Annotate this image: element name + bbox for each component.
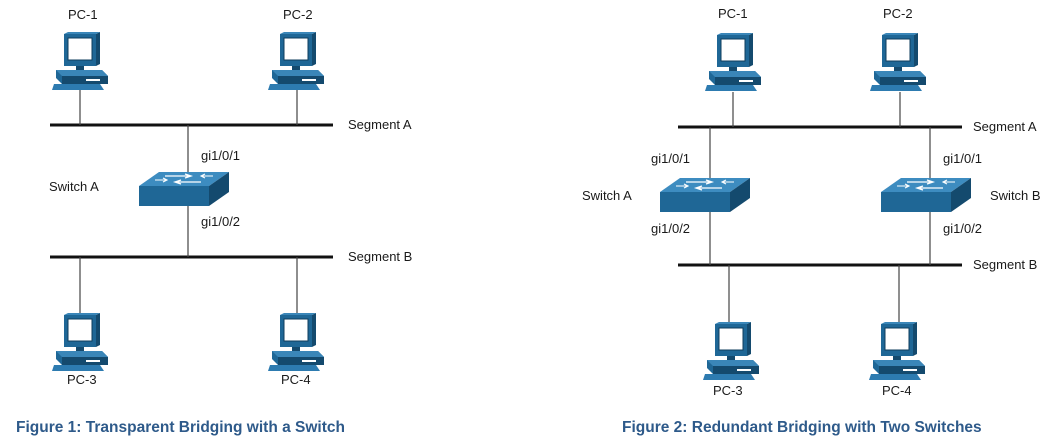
switch-b-label: Switch B: [990, 188, 1041, 203]
figure-2: PC-1 PC-2 PC-3 PC-4 Segment A Segment B …: [582, 6, 1041, 436]
segment-a-label: Segment A: [973, 119, 1037, 134]
figure-1: PC-1 PC-2 PC-3 PC-4 Segment A Segment B …: [16, 7, 412, 436]
pc-4-label: PC-4: [882, 383, 912, 398]
pc-2-icon: [869, 32, 927, 92]
switch-b-icon: [880, 177, 972, 213]
left-port-gi1-0-1-label: gi1/0/1: [651, 151, 690, 166]
pc-4-icon: [267, 312, 325, 372]
segment-b-label: Segment B: [348, 249, 412, 264]
port-gi1-0-2-label: gi1/0/2: [201, 214, 240, 229]
pc-3-icon: [51, 312, 109, 372]
pc-2-label: PC-2: [883, 6, 913, 21]
pc-4-icon: [868, 321, 926, 381]
switch-a-icon: [138, 171, 230, 207]
pc-3-icon: [702, 321, 760, 381]
pc-3-label: PC-3: [713, 383, 743, 398]
port-gi1-0-1-label: gi1/0/1: [201, 148, 240, 163]
figure-2-caption: Figure 2: Redundant Bridging with Two Sw…: [622, 419, 982, 436]
switch-a-label: Switch A: [582, 188, 632, 203]
switch-a-icon: [659, 177, 751, 213]
switch-a-label: Switch A: [49, 179, 99, 194]
right-port-gi1-0-2-label: gi1/0/2: [943, 221, 982, 236]
segment-b-label: Segment B: [973, 257, 1037, 272]
pc-3-label: PC-3: [67, 372, 97, 387]
left-port-gi1-0-2-label: gi1/0/2: [651, 221, 690, 236]
pc-1-icon: [51, 31, 109, 91]
pc-1-icon: [704, 32, 762, 92]
right-port-gi1-0-1-label: gi1/0/1: [943, 151, 982, 166]
pc-1-label: PC-1: [68, 7, 98, 22]
pc-2-icon: [267, 31, 325, 91]
pc-1-label: PC-1: [718, 6, 748, 21]
pc-2-label: PC-2: [283, 7, 313, 22]
figure-1-caption: Figure 1: Transparent Bridging with a Sw…: [16, 419, 345, 436]
pc-4-label: PC-4: [281, 372, 311, 387]
segment-a-label: Segment A: [348, 117, 412, 132]
